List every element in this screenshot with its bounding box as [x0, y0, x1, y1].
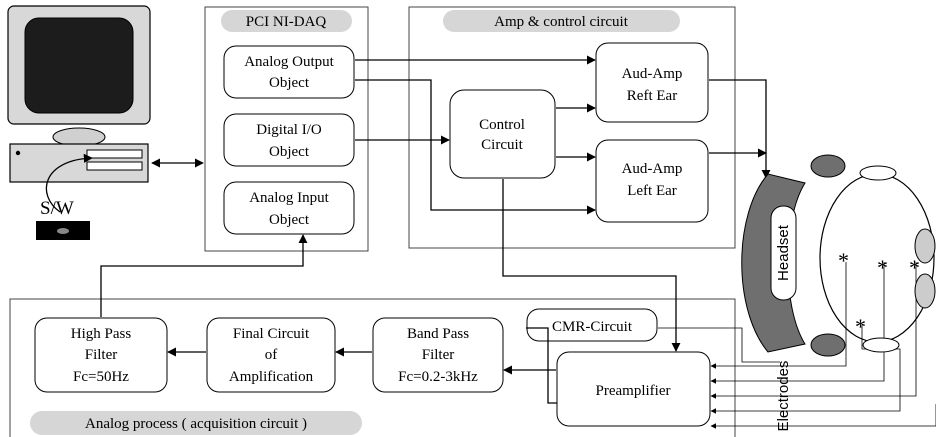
headset-icon: Headset: [741, 154, 846, 357]
svg-text:CMR-Circuit: CMR-Circuit: [552, 319, 633, 335]
ni-daq-title: PCI NI-DAQ: [246, 14, 327, 30]
computer-illustration: S/W: [7, 5, 151, 240]
svg-text:Object: Object: [269, 144, 310, 160]
analog-output-object: Analog Output Object: [223, 45, 355, 99]
svg-text:of: of: [265, 347, 278, 363]
svg-text:Analog Output: Analog Output: [244, 54, 334, 70]
svg-text:Preamplifier: Preamplifier: [596, 383, 671, 399]
aud-amp-right-ear-block: Aud-Amp Reft Ear: [595, 42, 709, 123]
analog-process-title: Analog process ( acquisition circuit ): [85, 416, 307, 432]
analog-input-object: Analog Input Object: [223, 181, 355, 235]
electrode-marker: *: [838, 248, 849, 273]
svg-text:Control: Control: [479, 117, 525, 133]
signal-connections: [100, 55, 936, 429]
preamplifier-block: Preamplifier: [556, 351, 711, 427]
head-electrode-illustration: Headset * * * * Electrodes: [741, 154, 936, 432]
electrode-marker: *: [909, 255, 920, 280]
headset-label: Headset: [775, 224, 792, 281]
electrode-marker: *: [855, 314, 866, 339]
electrodes-label: Electrodes: [775, 361, 792, 432]
svg-text:Filter: Filter: [422, 347, 455, 363]
svg-text:Fc=50Hz: Fc=50Hz: [73, 369, 129, 385]
svg-text:Aud-Amp: Aud-Amp: [622, 66, 683, 82]
svg-text:Left Ear: Left Ear: [627, 183, 677, 199]
cmr-circuit-block: CMR-Circuit: [526, 308, 658, 342]
svg-text:Filter: Filter: [85, 347, 118, 363]
software-label: S/W: [40, 198, 74, 219]
svg-text:Band Pass: Band Pass: [407, 326, 469, 342]
band-pass-filter-block: Band Pass Filter Fc=0.2-3kHz: [372, 317, 504, 393]
svg-text:Final Circuit: Final Circuit: [233, 326, 310, 342]
svg-text:Analog Input: Analog Input: [249, 190, 329, 206]
monitor-icon: [7, 5, 151, 147]
head-outline: [819, 165, 936, 353]
software-load-arrow: [45, 153, 93, 213]
amp-control-title: Amp & control circuit: [494, 14, 629, 30]
svg-text:High Pass: High Pass: [71, 326, 132, 342]
final-amplification-block: Final Circuit of Amplification: [206, 317, 336, 393]
electrode-markers: * * * *: [838, 248, 920, 339]
digital-io-object: Digital I/O Object: [223, 113, 355, 167]
electrode-marker: *: [877, 255, 888, 280]
svg-text:Aud-Amp: Aud-Amp: [622, 161, 683, 177]
disk-icon: [36, 221, 90, 240]
control-circuit-block: Control Circuit: [449, 89, 556, 179]
svg-text:Digital I/O: Digital I/O: [256, 122, 322, 138]
pc-tower-icon: [9, 143, 149, 183]
svg-text:Amplification: Amplification: [229, 369, 314, 385]
svg-text:Reft Ear: Reft Ear: [627, 88, 677, 104]
svg-text:Circuit: Circuit: [481, 137, 523, 153]
high-pass-filter-block: High Pass Filter Fc=50Hz: [34, 317, 168, 393]
svg-text:Object: Object: [269, 212, 310, 228]
svg-text:Fc=0.2-3kHz: Fc=0.2-3kHz: [398, 369, 478, 385]
svg-text:Object: Object: [269, 75, 310, 91]
aud-amp-left-ear-block: Aud-Amp Left Ear: [595, 139, 709, 223]
